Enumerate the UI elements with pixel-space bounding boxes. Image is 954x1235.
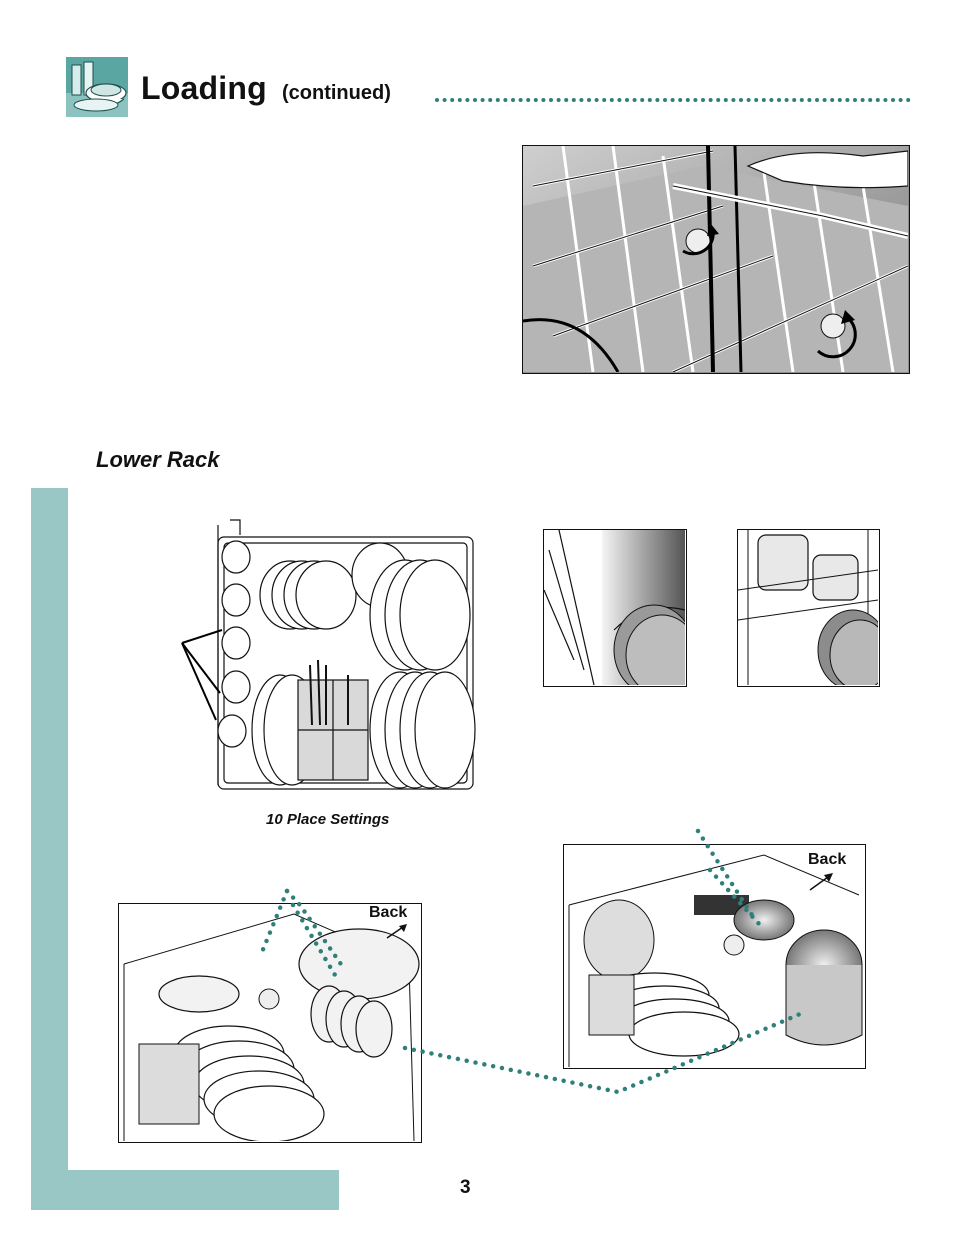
teal-footer-bar xyxy=(31,1170,339,1210)
loaded-lower-rack-illustration xyxy=(118,903,422,1143)
back-arrow-icon xyxy=(385,924,409,940)
figure-caption: 10 Place Settings xyxy=(266,811,390,828)
dishes-icon xyxy=(66,57,128,117)
back-label: Back xyxy=(808,851,847,868)
title-dotted-rule xyxy=(434,97,916,103)
page-subtitle: (continued) xyxy=(282,82,391,104)
back-arrow-icon xyxy=(808,872,834,892)
section-heading: Lower Rack xyxy=(96,447,220,472)
rack-glasses-detail-illustration xyxy=(737,529,880,687)
page-number: 3 xyxy=(460,1177,471,1198)
back-label: Back xyxy=(369,904,408,921)
lower-rack-top-view-illustration xyxy=(180,515,480,803)
page-title: Loading xyxy=(141,70,267,106)
upper-rack-adjuster-illustration xyxy=(522,145,910,374)
teal-side-bar xyxy=(31,488,68,1210)
rack-tines-detail-illustration xyxy=(543,529,687,687)
